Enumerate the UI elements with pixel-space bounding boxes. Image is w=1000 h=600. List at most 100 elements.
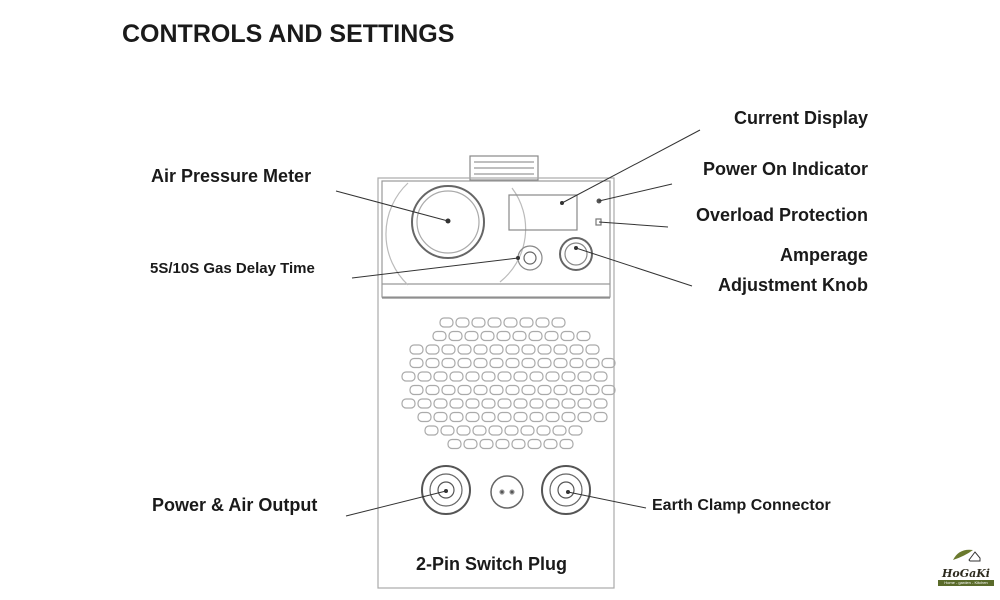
- handle: [469, 155, 539, 181]
- grille-cell: [553, 357, 568, 369]
- grille-cell: [401, 371, 416, 382]
- grille-cell: [521, 384, 536, 396]
- grille-cell: [479, 438, 494, 450]
- grille-cell: [519, 317, 534, 328]
- grille-cell: [544, 330, 559, 342]
- grille-cell: [496, 330, 511, 342]
- grille-cell: [577, 411, 592, 423]
- grille-cell: [529, 371, 544, 382]
- grille-cell: [472, 425, 487, 436]
- grille-cell: [593, 371, 608, 382]
- grille-cell: [585, 357, 600, 369]
- grille-cell: [425, 384, 440, 396]
- grille-cell: [457, 357, 472, 369]
- grille-cell: [488, 425, 503, 436]
- grille-cell: [449, 398, 464, 409]
- grille-cell: [561, 398, 576, 409]
- grille-cell: [447, 438, 462, 450]
- label-switch-plug: 2-Pin Switch Plug: [416, 554, 568, 574]
- grille-cell: [513, 371, 528, 382]
- grille-cell: [441, 384, 456, 396]
- earth-clamp-connector: [541, 465, 591, 515]
- grille-cell: [545, 371, 560, 382]
- grille-cell: [559, 438, 574, 450]
- grille-cell: [463, 438, 478, 450]
- grille-cell: [585, 384, 600, 396]
- grille-cell: [512, 330, 527, 342]
- grille-cell: [553, 384, 568, 396]
- grille-cell: [497, 398, 512, 409]
- grille-cell: [593, 411, 608, 423]
- grille-cell: [441, 357, 456, 369]
- page-title: CONTROLS AND SETTINGS: [122, 20, 455, 48]
- grille-cell: [505, 384, 520, 396]
- grille-cell: [513, 411, 528, 423]
- grille-cell: [535, 317, 550, 328]
- grille-cell: [480, 330, 495, 342]
- power-air-output: [421, 465, 471, 515]
- grille-cell: [439, 317, 454, 328]
- control-panel: [381, 180, 611, 298]
- grille-cell: [511, 438, 526, 450]
- grille-cell: [457, 384, 472, 396]
- grille-cell: [417, 371, 432, 382]
- grille-cell: [497, 371, 512, 382]
- grille-cell: [417, 398, 432, 409]
- grille-cell: [440, 425, 455, 436]
- grille-cell: [433, 371, 448, 382]
- label-power-air-output: Power & Air Output: [152, 495, 318, 515]
- logo-tagline: Home - garden - Kitchen: [938, 580, 994, 586]
- grille-cell: [433, 411, 448, 423]
- grille-cell: [601, 384, 616, 396]
- grille-cell: [473, 344, 488, 355]
- label-earth-clamp-connector: Earth Clamp Connector: [652, 497, 831, 514]
- grille-cell: [448, 330, 463, 342]
- grille-cell: [513, 398, 528, 409]
- grille-cell: [449, 411, 464, 423]
- grille-cell: [424, 425, 439, 436]
- grille-cell: [601, 357, 616, 369]
- air-pressure-meter: [411, 185, 485, 259]
- grille-cell: [576, 330, 591, 342]
- grille-cell: [529, 398, 544, 409]
- grille-cell: [505, 357, 520, 369]
- grille-cell: [569, 384, 584, 396]
- label-air-pressure-meter: Air Pressure Meter: [151, 166, 312, 186]
- grille-cell: [521, 344, 536, 355]
- grille-cell: [528, 330, 543, 342]
- grille-cell: [537, 344, 552, 355]
- grille-cell: [545, 411, 560, 423]
- grille-cell: [489, 357, 504, 369]
- grille-cell: [543, 438, 558, 450]
- grille-cell: [481, 398, 496, 409]
- grille-cell: [489, 384, 504, 396]
- grille-cell: [577, 371, 592, 382]
- grille-cell: [465, 411, 480, 423]
- grille-cell: [417, 411, 432, 423]
- grille-cell: [489, 344, 504, 355]
- grille-cell: [473, 357, 488, 369]
- brand-logo: HoGaKi Home - garden - Kitchen: [938, 546, 994, 586]
- grille-cell: [495, 438, 510, 450]
- grille-cell: [577, 398, 592, 409]
- gas-delay-switch: [517, 245, 543, 271]
- machine-body: [377, 177, 615, 589]
- grille-cell: [455, 317, 470, 328]
- label-adjustment-knob: Adjustment Knob: [718, 275, 868, 295]
- grille-cell: [551, 317, 566, 328]
- grille-cell: [545, 398, 560, 409]
- logo-word: HoGaKi: [942, 567, 990, 580]
- grille-cell: [569, 357, 584, 369]
- leader-lines: [335, 129, 701, 517]
- grille-cell: [537, 384, 552, 396]
- grille-cell: [433, 398, 448, 409]
- grille-cell: [505, 344, 520, 355]
- switch-plug: [490, 475, 524, 509]
- grille-cell: [561, 411, 576, 423]
- grille-cell: [449, 371, 464, 382]
- grille-cell: [560, 330, 575, 342]
- label-amperage: Amperage: [779, 245, 868, 265]
- grille-cell: [425, 344, 440, 355]
